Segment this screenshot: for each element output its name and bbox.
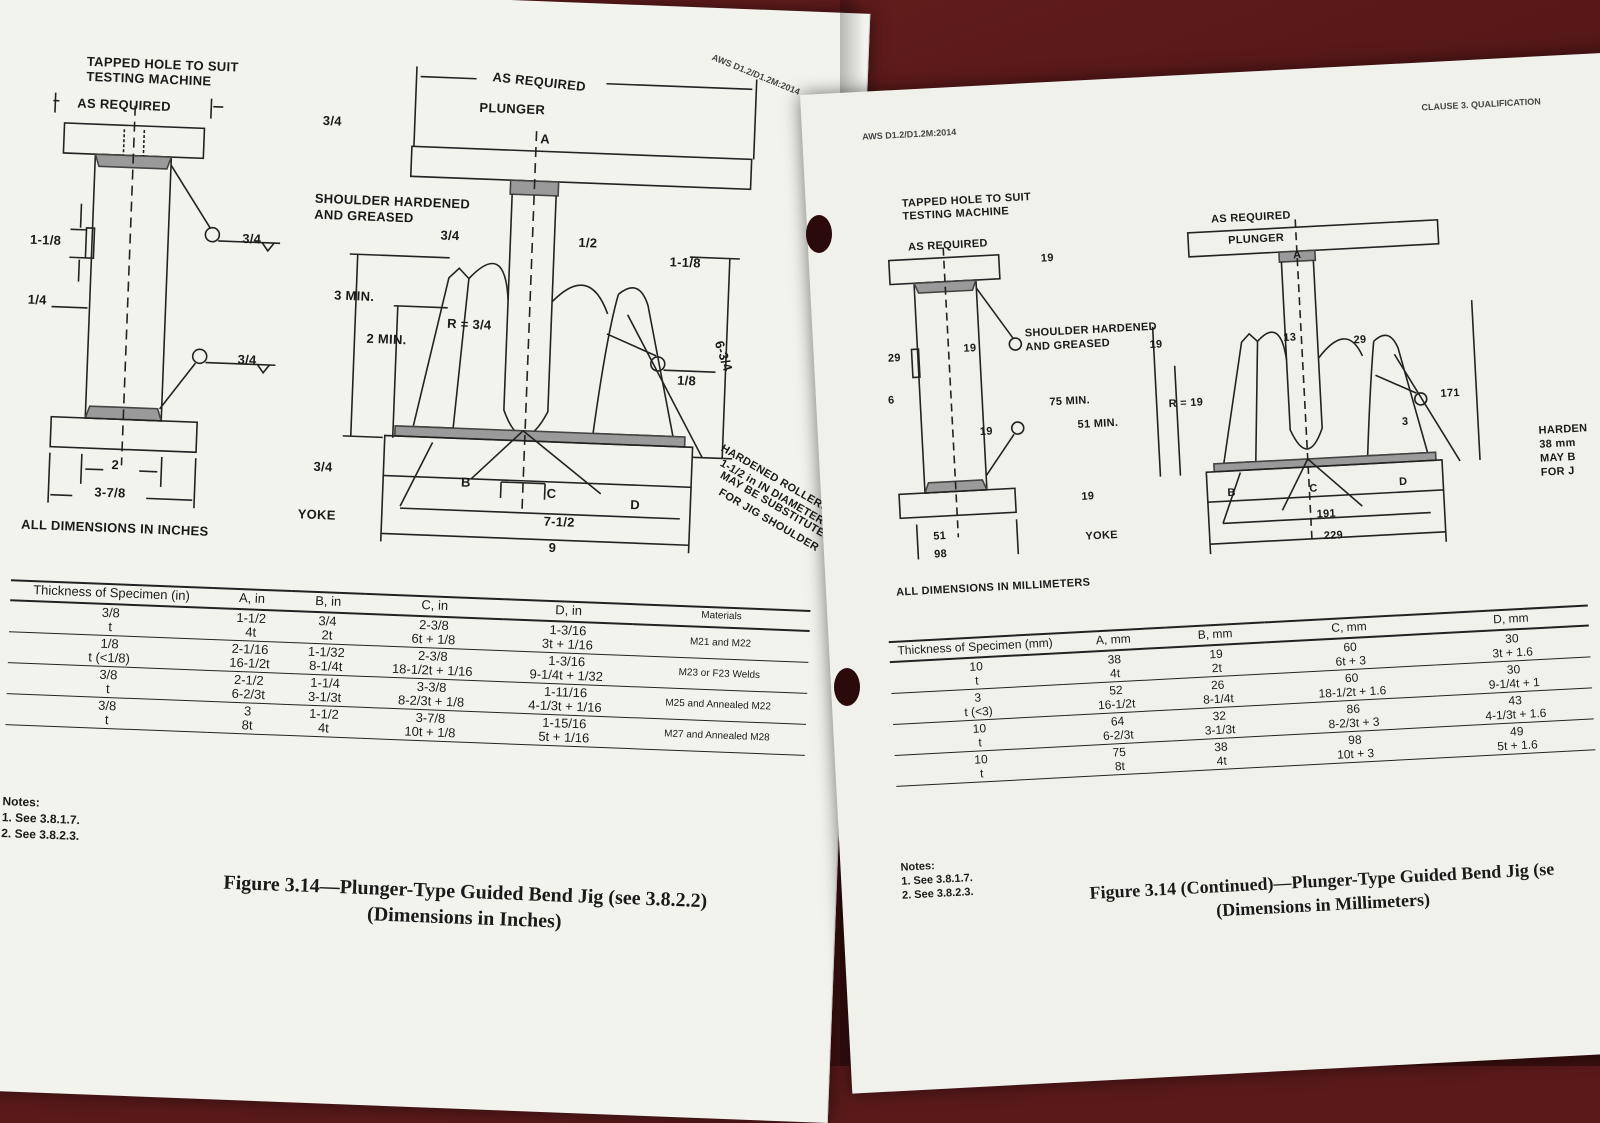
plunger-label: PLUNGER xyxy=(479,100,545,118)
side-view-drawing xyxy=(30,42,348,523)
dim-3-min: 3 MIN. xyxy=(334,287,375,304)
notes-block: Notes: 1. See 3.8.1.7. 2. See 3.8.2.3. xyxy=(1,793,81,844)
dim-2-min: 2 MIN. xyxy=(366,331,407,348)
dim-7-1-2: 7-1/2 xyxy=(543,514,575,530)
dim-19-shoulder: 19 xyxy=(1149,338,1162,351)
page-header-right: CLAUSE 3. QUALIFICATION xyxy=(1421,96,1541,112)
right-page: AWS D1.2/D1.2M:2014 CLAUSE 3. QUALIFICAT… xyxy=(800,52,1600,1094)
label-c: C xyxy=(546,486,556,501)
dim-171: 171 xyxy=(1440,387,1460,400)
dim-1-1-8: 1-1/8 xyxy=(30,232,62,248)
dim-3: 3 xyxy=(1402,416,1409,428)
dim-29-right: 29 xyxy=(1353,334,1366,347)
left-page: AWS D1.2/D1.2M:2014 xyxy=(0,0,870,1123)
label-d: D xyxy=(630,497,640,512)
dimension-table-inches: Thickness of Specimen (in) A, in B, in C… xyxy=(5,579,810,756)
binder-hole-bottom xyxy=(834,668,860,706)
yoke-label: YOKE xyxy=(1085,529,1118,543)
dim-a: A xyxy=(1293,249,1302,261)
dim-19-top: 19 xyxy=(1041,252,1054,265)
dim-51-min: 51 MIN. xyxy=(1077,417,1118,431)
dim-3-4-top: 3/4 xyxy=(323,113,343,129)
figure-caption: Figure 3.14 (Continued)—Plunger-Type Gui… xyxy=(992,852,1600,934)
weld-size-lower: 3/4 xyxy=(237,352,257,368)
dim-51: 51 xyxy=(933,530,946,543)
hardened-note-3: MAY B xyxy=(1540,451,1576,465)
base-block xyxy=(50,417,197,453)
dim-1-2: 1/2 xyxy=(578,235,598,251)
note-2: 2. See 3.8.2.3. xyxy=(902,885,974,903)
col-b: B, in xyxy=(291,591,365,614)
hardened-note-1: HARDEN xyxy=(1538,422,1587,437)
dim-75-min: 75 MIN. xyxy=(1049,394,1090,408)
dim-3-4-shoulder: 3/4 xyxy=(440,227,460,243)
weld-size-upper: 19 xyxy=(963,342,976,355)
figure-caption: Figure 3.14—Plunger-Type Guided Bend Jig… xyxy=(134,866,796,943)
dim-a: A xyxy=(540,131,550,146)
dim-2: 2 xyxy=(111,457,119,472)
yoke-label: YOKE xyxy=(297,506,336,522)
left-shoulder xyxy=(413,267,469,429)
radius-label: R = 3/4 xyxy=(447,316,492,333)
weld-size-upper: 3/4 xyxy=(242,231,262,247)
dim-229: 229 xyxy=(1323,529,1343,542)
dim-19-base: 19 xyxy=(1081,490,1094,503)
dim-1-1-8-right: 1-1/8 xyxy=(669,254,701,270)
binder-hole-top xyxy=(806,215,832,253)
dim-6: 6 xyxy=(888,394,895,406)
weld-size-lower: 19 xyxy=(980,425,993,438)
dim-3-7-8: 3-7/8 xyxy=(94,484,126,500)
dim-13: 13 xyxy=(1283,331,1296,344)
all-dimensions-label: ALL DIMENSIONS IN INCHES xyxy=(21,517,209,539)
notes-block: Notes: 1. See 3.8.1.7. 2. See 3.8.2.3. xyxy=(900,857,974,903)
dim-9: 9 xyxy=(548,540,556,555)
dim-191: 191 xyxy=(1316,508,1336,521)
label-c: C xyxy=(1309,482,1318,494)
plunger-head xyxy=(411,146,752,189)
page-header-left: AWS D1.2/D1.2M:2014 xyxy=(862,127,956,142)
label-d: D xyxy=(1399,476,1408,488)
note-2: 2. See 3.8.2.3. xyxy=(1,825,80,844)
dim-98: 98 xyxy=(934,548,947,561)
label-b: B xyxy=(1227,487,1236,499)
dim-29: 29 xyxy=(888,352,901,365)
dim-3-4-base: 3/4 xyxy=(313,459,333,475)
hardened-note-4: FOR J xyxy=(1540,465,1574,479)
dim-1-4: 1/4 xyxy=(27,292,47,308)
label-b: B xyxy=(461,474,471,489)
radius-label: R = 19 xyxy=(1168,396,1203,410)
hardened-note-2: 38 mm xyxy=(1539,437,1576,451)
dim-1-8: 1/8 xyxy=(677,373,697,389)
